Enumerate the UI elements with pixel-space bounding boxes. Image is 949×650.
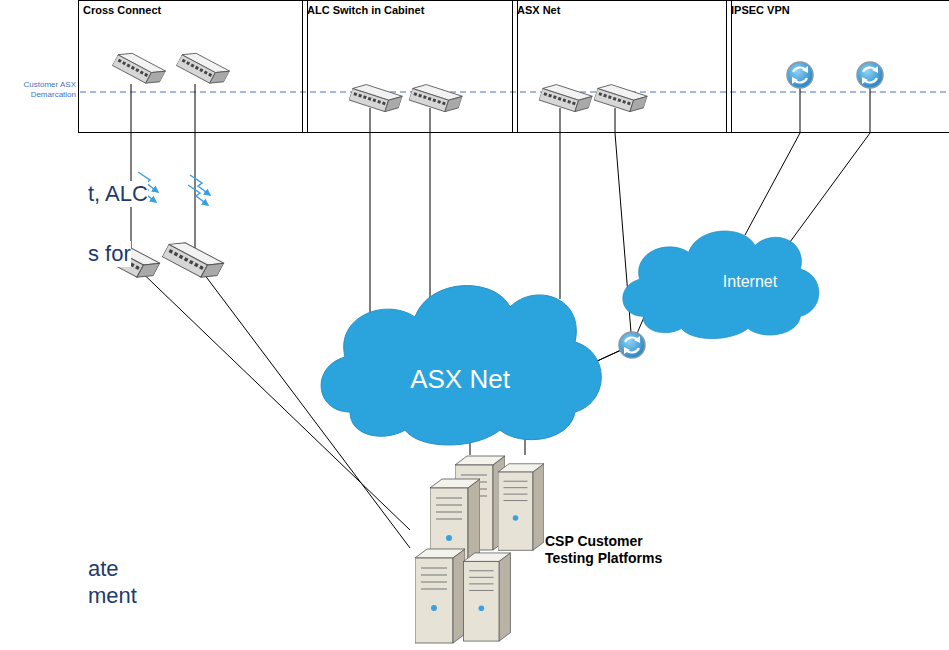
wireless-arrow [190,175,210,195]
network-switch [539,81,593,115]
network-link [370,133,371,320]
network-link [430,133,431,300]
network-link [560,133,561,299]
network-cloud: ASX Net [310,262,610,447]
drop-wires [560,108,561,133]
drop-wires [131,84,870,133]
network-switch [112,48,166,89]
router-icon [619,332,645,358]
network-link [595,133,632,362]
network-link [595,315,645,362]
cloud-outline [623,231,819,339]
section-heading: Cross Connect [79,1,307,19]
network-cloud: Internet [615,215,825,340]
section-heading: ALC Switch in Cabinet [303,1,517,19]
drop-wires [615,108,616,133]
section-box: IPSEC VPN [726,0,949,133]
network-switch [409,81,463,115]
network-switch [594,81,648,115]
drop-wires [370,108,371,133]
demarcation-line [0,92,946,93]
network-link [745,133,800,235]
cropped-text: t, ALC [88,181,148,207]
cloud-label: Internet [663,265,777,291]
network-switch [349,81,403,115]
server-tower [464,553,511,641]
server-tower [415,456,544,643]
network-switch [162,236,224,283]
router-icon [619,332,645,358]
cloud-shape [310,262,610,447]
demarcation-label: Customer ASX Demarcation [0,80,76,100]
server-label: CSP Customer Testing Platforms [545,533,670,567]
server-group: CSP Customer Testing Platforms [410,455,670,645]
drop-wires [195,84,196,133]
section-box: ALC Switch in Cabinet [302,0,518,133]
network-switch [98,48,647,284]
router-icon [857,62,883,88]
router-icon [787,62,883,88]
demarcation-line [0,92,946,93]
drop-wires [870,88,871,133]
router-icon [787,62,813,88]
section-box: ASX Net [512,0,732,133]
drop-wires [131,84,132,133]
section-box: Cross Connect [78,0,308,133]
network-switch [176,48,230,89]
server-tower [415,549,465,643]
section-heading: ASX Net [513,1,731,19]
cloud-outline [321,286,601,445]
server-tower [498,464,544,550]
drop-wires [430,108,431,133]
cropped-text: ment [88,583,137,609]
section-heading: IPSEC VPN [727,1,949,19]
cloud-shape [615,215,825,340]
cropped-text: ate [88,556,119,582]
drop-wires [800,88,801,133]
wireless-arrow [188,185,208,205]
cropped-text: s for [88,241,131,267]
cloud-label: ASX Net [410,314,510,395]
network-link [790,133,870,242]
